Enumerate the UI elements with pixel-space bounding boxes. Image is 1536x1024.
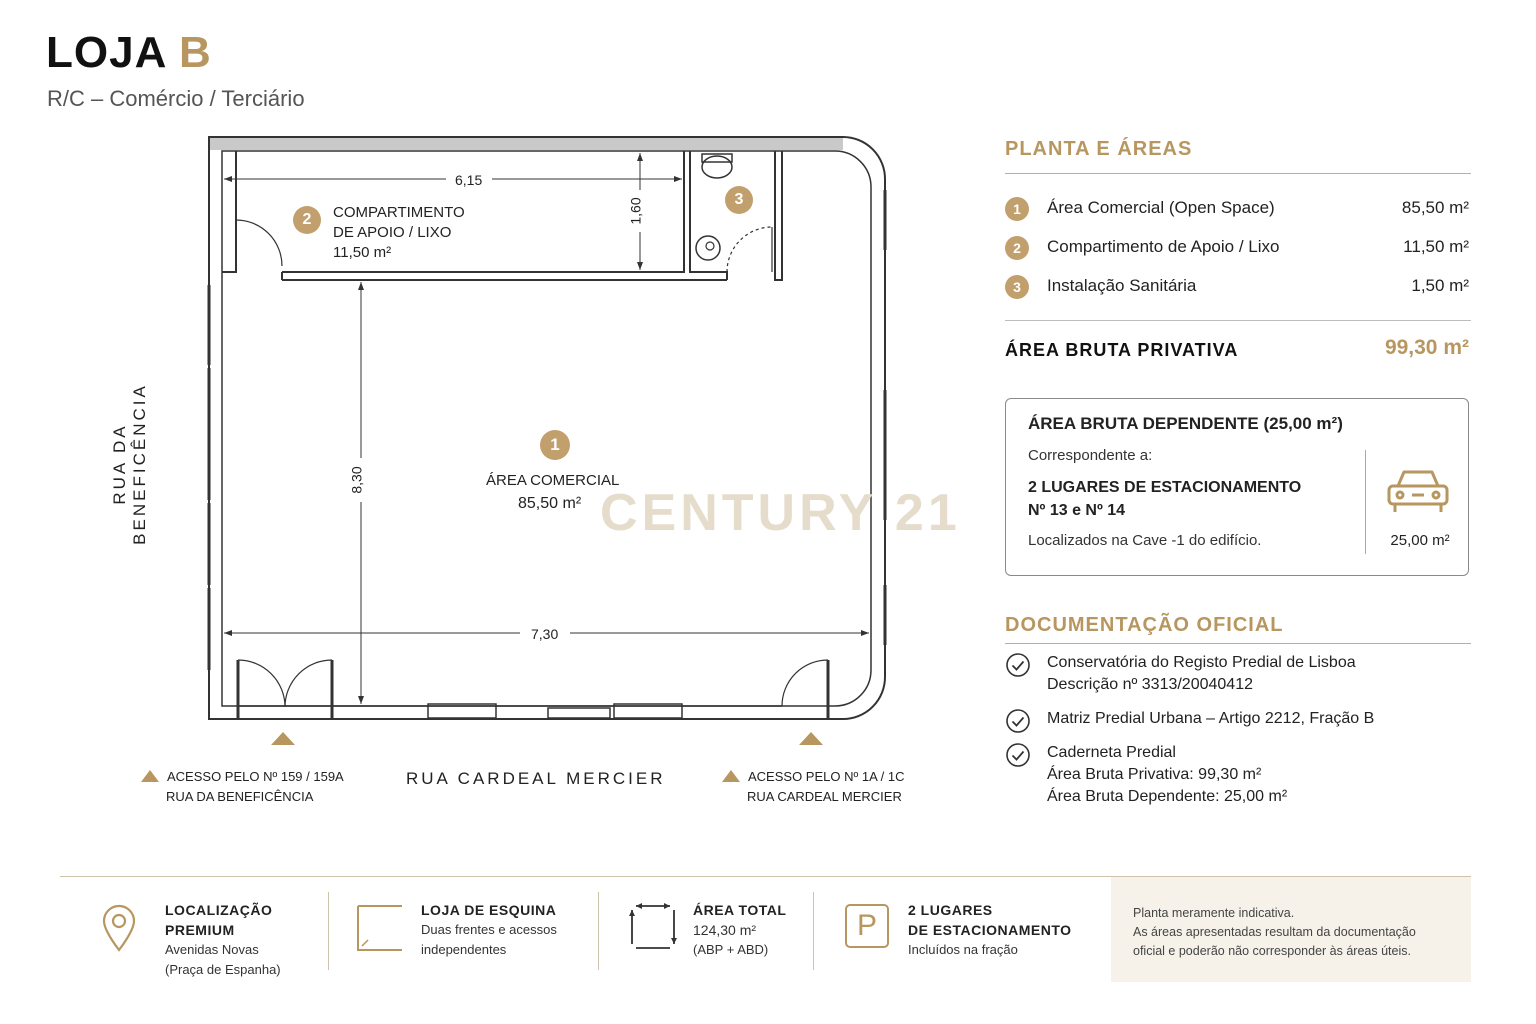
dim-vertical-label: 8,30 [348, 466, 365, 494]
disclaimer-box [1111, 877, 1471, 982]
access-left: ACESSO PELO Nº 159 / 159A RUA DA BENEFIC… [141, 767, 344, 807]
page-title: LOJA B [46, 28, 212, 77]
footer-divider [60, 876, 1471, 877]
room1-name: ÁREA COMERCIAL [486, 472, 620, 489]
docs-divider [1005, 643, 1471, 644]
entrance-door-left [284, 659, 333, 708]
feature-total-area: ÁREA TOTAL 124,30 m² (ABP + ABD) [693, 902, 787, 957]
entrance-door-right [781, 659, 829, 707]
bathroom-door [726, 226, 773, 273]
dependent-location: Localizados na Cave -1 do edifício. [1028, 532, 1262, 549]
parking-icon: P [845, 904, 889, 948]
feature-location: LOCALIZAÇÃO PREMIUM Avenidas Novas (Praç… [165, 902, 281, 977]
area-label: Área Comercial (Open Space) [1047, 198, 1275, 217]
dim-small-label: 1,60 [627, 197, 644, 225]
abp-label: ÁREA BRUTA PRIVATIVA [1005, 340, 1239, 360]
room2-door [235, 219, 283, 267]
inner-wall [221, 150, 872, 707]
access-marker-left [271, 732, 295, 745]
area-value: 85,50 m² [1401, 198, 1469, 217]
location-pin-icon [102, 904, 136, 952]
area-label: Compartimento de Apoio / Lixo [1047, 237, 1280, 256]
entrance-door-left [237, 659, 286, 708]
area-value: 11,50 m² [1403, 237, 1469, 256]
street-left: RUA DA BENEFICÊNCIA [110, 383, 149, 545]
feature-corner: LOJA DE ESQUINA Duas frentes e acessos i… [421, 902, 557, 957]
sink-fixture [695, 235, 721, 261]
triangle-icon [141, 770, 159, 782]
street-bottom: RUA CARDEAL MERCIER [406, 769, 666, 788]
access-right: ACESSO PELO Nº 1A / 1C RUA CARDEAL MERCI… [722, 767, 904, 807]
areas-title: PLANTA E ÁREAS [1005, 138, 1193, 160]
dependent-divider [1365, 450, 1366, 554]
footer-separator [813, 892, 814, 970]
room1-area: 85,50 m² [518, 495, 582, 512]
dependent-area-value: 25,00 m² [1390, 532, 1450, 549]
area-row: 1 Área Comercial (Open Space) 85,50 m² [1005, 196, 1471, 224]
room2-wall [282, 151, 685, 273]
window-bottom [613, 703, 683, 719]
footer-separator [598, 892, 599, 970]
room1-badge: 1 [540, 430, 570, 460]
room3-badge: 3 [725, 186, 753, 214]
abp-value: 99,30 m² [1384, 336, 1469, 359]
area-badge: 3 [1005, 275, 1029, 299]
car-icon [1387, 470, 1449, 512]
footer-separator [328, 892, 329, 970]
dependent-area-box [1005, 398, 1469, 576]
area-row: 3 Instalação Sanitária 1,50 m² [1005, 274, 1471, 302]
triangle-icon [722, 770, 740, 782]
area-value: 1,50 m² [1411, 276, 1469, 295]
disclaimer-text: Planta meramente indicativa. As áreas ap… [1133, 906, 1416, 958]
outer-wall [208, 136, 886, 720]
watermark: CENTURY 21 [600, 484, 961, 542]
dependent-corresponds: Correspondente a: [1028, 447, 1153, 464]
feature-parking: 2 LUGARES DE ESTACIONAMENTO Incluídos na… [908, 902, 1072, 957]
dim-top-label: 6,15 [455, 172, 483, 188]
window-bottom [427, 703, 497, 719]
check-circle-icon [1006, 743, 1030, 767]
abp-divider [1005, 320, 1471, 321]
dependent-title: ÁREA BRUTA DEPENDENTE (25,00 m²) [1028, 414, 1343, 433]
area-badge: 2 [1005, 236, 1029, 260]
check-circle-icon [1006, 653, 1030, 677]
access-marker-right [799, 732, 823, 745]
docs-title: DOCUMENTAÇÃO OFICIAL [1005, 614, 1284, 636]
page-subtitle: R/C – Comércio / Terciário [47, 86, 305, 111]
areas-divider [1005, 173, 1471, 174]
floor-plan-drawing [207, 136, 887, 745]
room2-badge: 2 [293, 206, 321, 234]
room2-wall [222, 151, 237, 273]
floor-plan: CENTURY 21 6,15 1,60 8,30 7,30 2 COMPART… [110, 136, 961, 807]
area-label: Instalação Sanitária [1047, 276, 1197, 295]
top-wall-fill [210, 138, 843, 150]
dim-bottom-label: 7,30 [531, 626, 559, 642]
area-badge: 1 [1005, 197, 1029, 221]
window-bottom [547, 707, 611, 719]
toilet-fixture [701, 155, 733, 179]
bathroom-wall [689, 151, 728, 280]
room2-label: COMPARTIMENTO DE APOIO / LIXO 11,50 m² [333, 204, 465, 261]
area-row: 2 Compartimento de Apoio / Lixo 11,50 m² [1005, 235, 1471, 263]
area-dimensions-icon [629, 903, 677, 949]
corner-icon [357, 905, 402, 951]
bathroom-wall [774, 151, 783, 281]
check-circle-icon [1006, 709, 1030, 733]
dependent-parking: 2 LUGARES DE ESTACIONAMENTO Nº 13 e Nº 1… [1028, 479, 1302, 519]
